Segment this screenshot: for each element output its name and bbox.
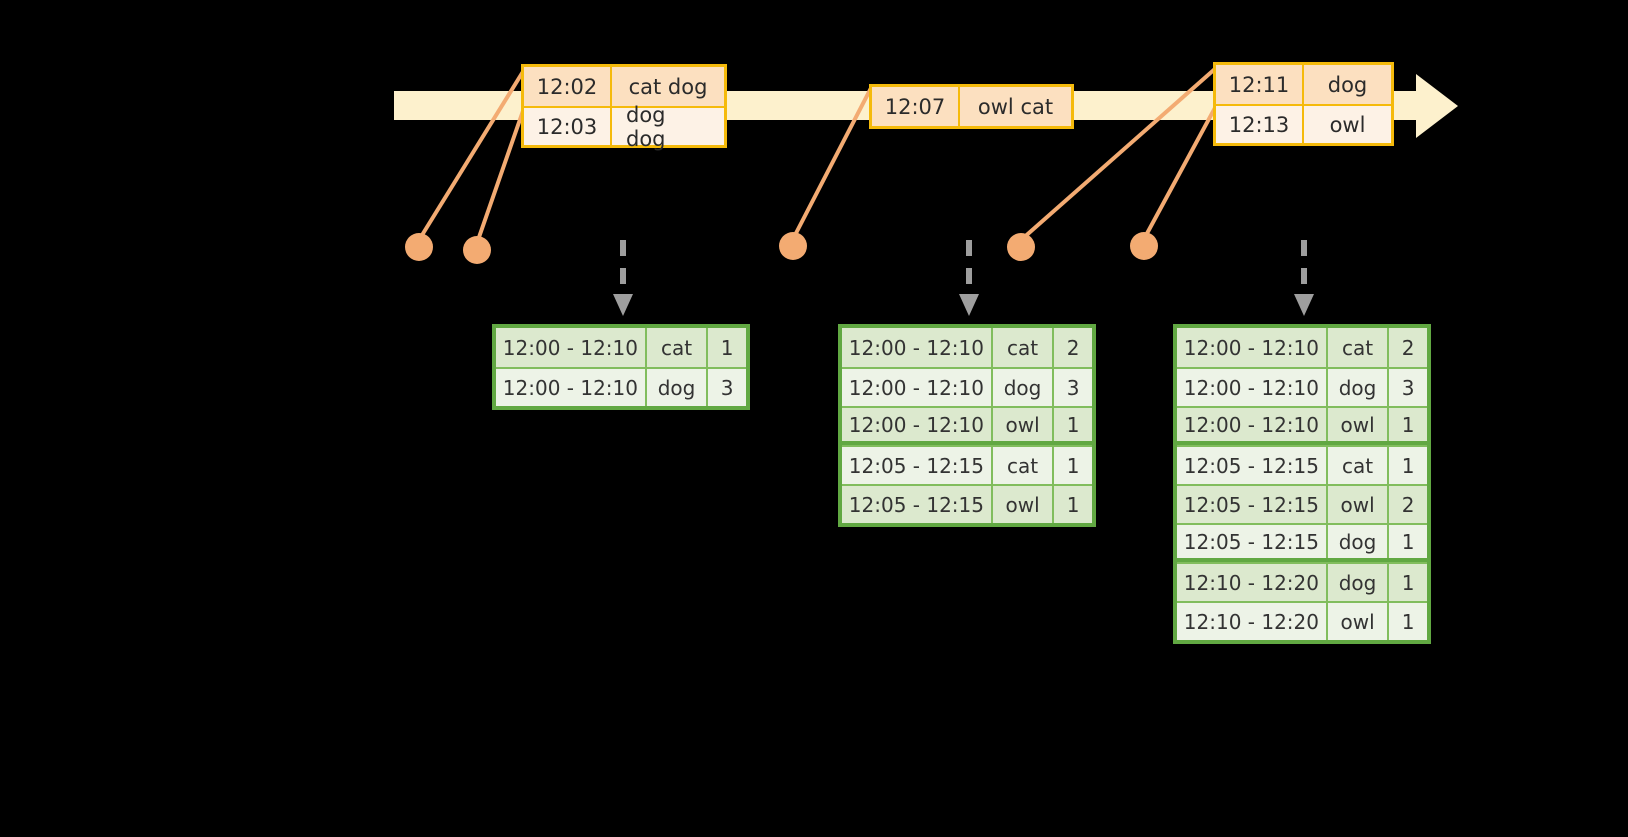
cell-key: dog bbox=[1327, 369, 1390, 406]
cell-window: 12:05 - 12:15 bbox=[842, 447, 993, 484]
cell-window: 12:00 - 12:10 bbox=[1177, 408, 1328, 441]
cell-key: owl bbox=[1327, 408, 1390, 441]
table-row[interactable]: 12:05 - 12:15 cat 1 bbox=[1177, 445, 1427, 484]
table-row[interactable]: 12:05 - 12:15 dog 1 bbox=[1177, 523, 1427, 562]
cell-window: 12:05 - 12:15 bbox=[842, 486, 993, 523]
event-group-c[interactable]: 12:11 dog 12:13 owl bbox=[1213, 62, 1394, 146]
line-1203 bbox=[475, 107, 526, 244]
cell-key: cat bbox=[1327, 328, 1390, 367]
table-row[interactable]: 12:00 - 12:10 cat 2 bbox=[1177, 328, 1427, 367]
cell-count: 1 bbox=[708, 328, 746, 367]
event-words: dog dog bbox=[612, 103, 724, 151]
event-time: 12:02 bbox=[524, 67, 612, 106]
cell-window: 12:00 - 12:10 bbox=[496, 328, 647, 367]
cell-window: 12:05 - 12:15 bbox=[1177, 447, 1328, 484]
dot-1207 bbox=[779, 232, 807, 260]
table-row[interactable]: 12:00 - 12:10 owl 1 bbox=[1177, 406, 1427, 445]
dot-1203 bbox=[463, 236, 491, 264]
dot-1211 bbox=[1007, 233, 1035, 261]
dashed-arrow-to-table-2 bbox=[959, 240, 979, 316]
cell-key: owl bbox=[1327, 603, 1390, 640]
cell-key: cat bbox=[646, 328, 709, 367]
cell-count: 1 bbox=[1389, 447, 1427, 484]
event-words: owl bbox=[1304, 106, 1391, 143]
table-row[interactable]: 12:00 - 12:10 dog 3 bbox=[496, 367, 746, 406]
cell-key: owl bbox=[992, 408, 1055, 441]
cell-key: owl bbox=[992, 486, 1055, 523]
timeline-arrowhead-icon bbox=[1416, 74, 1458, 138]
cell-key: cat bbox=[992, 447, 1055, 484]
event-words: cat dog bbox=[612, 67, 724, 106]
dashed-arrow-to-table-3 bbox=[1294, 240, 1314, 316]
cell-window: 12:10 - 12:20 bbox=[1177, 564, 1328, 601]
cell-window: 12:00 - 12:10 bbox=[842, 328, 993, 367]
event-time: 12:07 bbox=[872, 87, 960, 126]
table-row[interactable]: 12:00 - 12:10 owl 1 bbox=[842, 406, 1092, 445]
cell-window: 12:00 - 12:10 bbox=[842, 408, 993, 441]
cell-key: dog bbox=[992, 369, 1055, 406]
cell-key: dog bbox=[1327, 525, 1390, 558]
cell-count: 1 bbox=[1054, 486, 1092, 523]
dot-1213 bbox=[1130, 232, 1158, 260]
cell-count: 3 bbox=[708, 369, 746, 406]
event-time: 12:11 bbox=[1216, 65, 1304, 104]
cell-count: 2 bbox=[1389, 328, 1427, 367]
cell-window: 12:00 - 12:10 bbox=[1177, 328, 1328, 367]
result-table-after-1207[interactable]: 12:00 - 12:10 cat 2 12:00 - 12:10 dog 3 … bbox=[838, 324, 1096, 527]
table-row[interactable]: 12:05 - 12:15 owl 2 bbox=[1177, 484, 1427, 523]
cell-key: dog bbox=[646, 369, 709, 406]
result-table-after-1203[interactable]: 12:00 - 12:10 cat 1 12:00 - 12:10 dog 3 bbox=[492, 324, 750, 410]
cell-count: 2 bbox=[1389, 486, 1427, 523]
cell-count: 1 bbox=[1054, 408, 1092, 441]
cell-window: 12:00 - 12:10 bbox=[496, 369, 647, 406]
event-row[interactable]: 12:07 owl cat bbox=[872, 87, 1071, 126]
event-row[interactable]: 12:11 dog bbox=[1216, 65, 1391, 104]
cell-count: 1 bbox=[1389, 564, 1427, 601]
cell-window: 12:05 - 12:15 bbox=[1177, 525, 1328, 558]
line-1213 bbox=[1142, 105, 1218, 240]
table-row[interactable]: 12:00 - 12:10 cat 2 bbox=[842, 328, 1092, 367]
cell-count: 1 bbox=[1389, 525, 1427, 558]
table-row[interactable]: 12:05 - 12:15 cat 1 bbox=[842, 445, 1092, 484]
cell-count: 3 bbox=[1054, 369, 1092, 406]
table-row[interactable]: 12:00 - 12:10 cat 1 bbox=[496, 328, 746, 367]
dot-1202 bbox=[405, 233, 433, 261]
cell-count: 1 bbox=[1054, 447, 1092, 484]
cell-window: 12:00 - 12:10 bbox=[1177, 369, 1328, 406]
event-group-b[interactable]: 12:07 owl cat bbox=[869, 84, 1074, 129]
event-words: owl cat bbox=[960, 87, 1071, 126]
cell-key: cat bbox=[1327, 447, 1390, 484]
table-row[interactable]: 12:10 - 12:20 owl 1 bbox=[1177, 601, 1427, 640]
cell-key: dog bbox=[1327, 564, 1390, 601]
event-words: dog bbox=[1304, 65, 1391, 104]
event-group-a[interactable]: 12:02 cat dog 12:03 dog dog bbox=[521, 64, 727, 151]
cell-count: 1 bbox=[1389, 408, 1427, 441]
dashed-arrow-to-table-1 bbox=[613, 240, 633, 316]
table-row[interactable]: 12:05 - 12:15 owl 1 bbox=[842, 484, 1092, 523]
cell-window: 12:00 - 12:10 bbox=[842, 369, 993, 406]
cell-window: 12:05 - 12:15 bbox=[1177, 486, 1328, 523]
event-time: 12:03 bbox=[524, 108, 612, 145]
event-row[interactable]: 12:02 cat dog bbox=[524, 67, 724, 106]
table-row[interactable]: 12:00 - 12:10 dog 3 bbox=[842, 367, 1092, 406]
cell-key: owl bbox=[1327, 486, 1390, 523]
event-row[interactable]: 12:03 dog dog bbox=[524, 103, 724, 151]
event-time: 12:13 bbox=[1216, 106, 1304, 143]
cell-key: cat bbox=[992, 328, 1055, 367]
table-row[interactable]: 12:10 - 12:20 dog 1 bbox=[1177, 562, 1427, 601]
result-table-after-1213[interactable]: 12:00 - 12:10 cat 2 12:00 - 12:10 dog 3 … bbox=[1173, 324, 1431, 644]
cell-count: 1 bbox=[1389, 603, 1427, 640]
event-row[interactable]: 12:13 owl bbox=[1216, 104, 1391, 143]
cell-count: 2 bbox=[1054, 328, 1092, 367]
table-row[interactable]: 12:00 - 12:10 dog 3 bbox=[1177, 367, 1427, 406]
cell-count: 3 bbox=[1389, 369, 1427, 406]
cell-window: 12:10 - 12:20 bbox=[1177, 603, 1328, 640]
